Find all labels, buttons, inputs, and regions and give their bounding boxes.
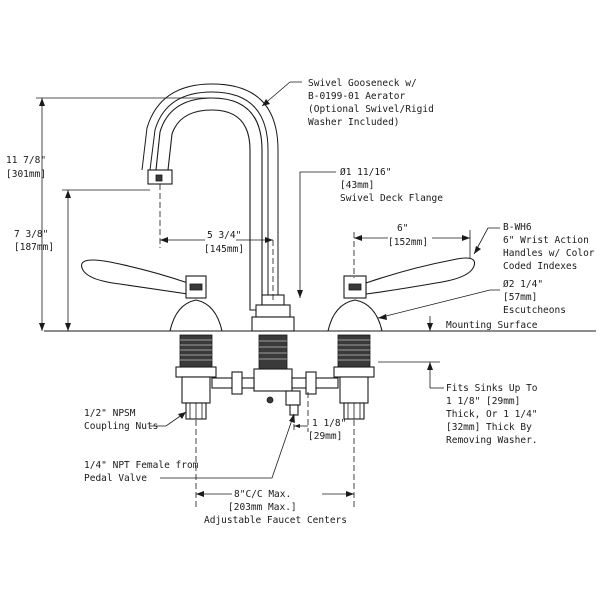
gooseneck-leader	[261, 81, 302, 107]
centers-line-2: [203mm Max.]	[228, 502, 297, 513]
deck-flange-leader	[297, 171, 336, 298]
center-shank-assembly	[211, 334, 339, 416]
escutcheons-line-3: Escutcheons	[503, 305, 566, 316]
pedal-valve-line-2: Pedal Valve	[84, 473, 147, 484]
handles-line-3: Handles w/ Color	[503, 248, 595, 259]
gooseneck-line-2: B-0199-01 Aerator	[308, 91, 406, 102]
spout-height-dimension	[62, 189, 150, 331]
handles-leader	[473, 227, 500, 255]
centers-dimension	[196, 491, 354, 497]
deck-flange-line-3: Swivel Deck Flange	[340, 193, 443, 204]
sink-fit-line-2: 1 1/8" [29mm]	[446, 396, 520, 407]
centers-line-3: Adjustable Faucet Centers	[204, 515, 347, 526]
gooseneck-spout	[141, 83, 279, 311]
mounting-surface-label: Mounting Surface	[446, 320, 538, 331]
centers-line-1: 8"C/C Max.	[234, 489, 291, 500]
coupling-nuts-line-1: 1/2" NPSM	[84, 408, 136, 419]
escutcheons-line-2: [57mm]	[503, 292, 537, 303]
shank-gap-label: 1 1/8"	[312, 418, 346, 429]
left-wrist-handle	[81, 259, 223, 332]
pedal-valve-leader	[160, 413, 295, 479]
pedal-valve-line-1: 1/4" NPT Female from	[84, 460, 199, 471]
spout-reach-label: 5 3/4"	[207, 230, 241, 241]
coupling-nuts-leader	[150, 411, 187, 427]
deck-flange-line-2: [43mm]	[340, 180, 374, 191]
spout-reach-mm-label: [145mm]	[204, 244, 244, 255]
spout-reach-dimension	[159, 184, 273, 248]
sink-fit-line-5: Removing Washer.	[446, 435, 538, 446]
gooseneck-line-4: Washer Included)	[308, 117, 400, 128]
left-escutcheon	[169, 299, 223, 332]
right-shank	[333, 334, 375, 420]
sink-fit-line-3: Thick, Or 1 1/4"	[446, 409, 538, 420]
handle-span-mm-label: [152mm]	[388, 237, 428, 248]
sink-fit-line-4: [32mm] Thick By	[446, 422, 532, 433]
spout-height-mm-label: [187mm]	[14, 242, 54, 253]
gooseneck-line-1: Swivel Gooseneck w/	[308, 78, 417, 89]
handle-span-label: 6"	[397, 223, 408, 234]
escutcheons-leader	[377, 289, 500, 320]
handles-line-2: 6" Wrist Action	[503, 235, 589, 246]
handles-line-4: Coded Indexes	[503, 261, 577, 272]
total-height-label: 11 7/8"	[6, 155, 46, 166]
sink-fit-line-1: Fits Sinks Up To	[446, 383, 538, 394]
right-wrist-handle	[327, 257, 476, 332]
shank-gap-mm-label: [29mm]	[308, 431, 342, 442]
sink-thickness-dimension	[378, 316, 444, 389]
spout-height-label: 7 3/8"	[14, 229, 48, 240]
coupling-nuts-line-2: Coupling Nuts	[84, 421, 158, 432]
handle-span-dimension	[354, 230, 471, 258]
handles-line-1: B-WH6	[503, 222, 532, 233]
gooseneck-line-3: (Optional Swivel/Rigid	[308, 104, 434, 115]
right-escutcheon	[327, 299, 383, 332]
total-height-mm-label: [301mm]	[6, 169, 46, 180]
total-height-dimension	[36, 97, 210, 331]
deck-flange-line-1: Ø1 11/16"	[340, 167, 391, 178]
escutcheons-line-1: Ø2 1/4"	[503, 279, 543, 290]
left-shank	[175, 334, 217, 420]
